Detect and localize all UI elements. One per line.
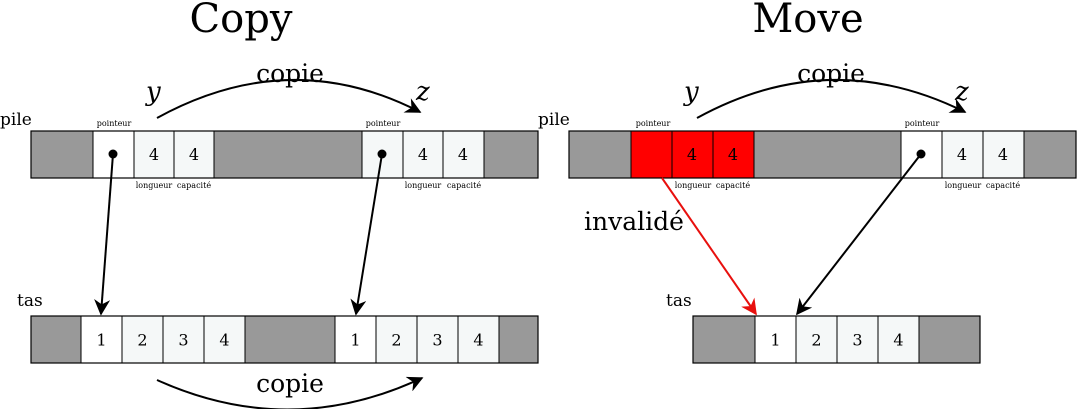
move-top-arrow — [696, 79, 967, 119]
move-y-length-value: 4 — [687, 145, 697, 164]
copy-struct-z: 4 4 pointeur longueur capacité — [361, 119, 485, 190]
move-invalid-arrow — [661, 177, 757, 316]
copy-heap-right-value: 4 — [473, 331, 483, 350]
move-heap-cell — [836, 315, 879, 364]
copy-heap-right-value: 1 — [350, 331, 360, 350]
move-panel: Move pile y z copie 4 4 pointeur longueu… — [538, 0, 1077, 364]
copy-stack-bar: 4 4 pointeur longueur capacité 4 4 point… — [30, 119, 539, 190]
copy-heap-left-cell — [162, 315, 205, 364]
move-heap-value: 3 — [852, 331, 862, 350]
copy-z-capacity-cell — [442, 130, 485, 179]
move-y-pointer-label: pointeur — [636, 119, 671, 128]
copy-heap-left-cell — [203, 315, 246, 364]
move-var-y: y — [683, 77, 699, 107]
copy-title: Copy — [190, 0, 293, 42]
move-y-length-label: longueur — [675, 181, 712, 190]
move-heap-bar: 1 2 3 4 — [692, 315, 981, 364]
copy-stack-label: pile — [0, 110, 32, 130]
move-z-capacity-value: 4 — [998, 145, 1008, 164]
copy-y-capacity-value: 4 — [189, 145, 199, 164]
move-y-length-cell — [671, 130, 714, 179]
move-z-length-value: 4 — [957, 145, 967, 164]
copy-z-length-label: longueur — [405, 181, 442, 190]
move-invalid-label: invalidé — [584, 207, 684, 236]
copy-y-pointer-label: pointeur — [97, 119, 132, 128]
copy-y-heap-arrow — [94, 153, 114, 316]
copy-y-capacity-label: capacité — [177, 181, 211, 190]
move-heap-cell — [877, 315, 920, 364]
copy-heap-left-value: 3 — [178, 331, 188, 350]
move-heap-value: 2 — [811, 331, 821, 350]
copy-heap-right-cell — [375, 315, 418, 364]
move-y-capacity-cell — [712, 130, 755, 179]
copy-stack-outline — [30, 130, 539, 179]
copy-bottom-arrow — [156, 376, 424, 409]
move-var-z: z — [954, 77, 969, 107]
copy-z-capacity-label: capacité — [447, 181, 481, 190]
copy-y-length-value: 4 — [149, 145, 159, 164]
move-stack-outline — [568, 130, 1077, 179]
copy-top-arrow — [156, 78, 422, 119]
copy-heap-bar: 1 2 3 4 1 2 3 4 — [30, 315, 539, 364]
move-heap-cell — [754, 315, 797, 364]
move-z-heap-arrow — [796, 153, 922, 316]
copy-top-arrow-label: copie — [256, 59, 324, 88]
copy-z-pointer-label: pointeur — [366, 119, 401, 128]
copy-heap-left-value: 2 — [137, 331, 147, 350]
copy-panel: Copy pile y z copie 4 4 pointeur longueu… — [0, 0, 539, 409]
move-struct-y-invalid: 4 4 pointeur longueur capacité — [630, 119, 755, 190]
copy-heap-outline — [30, 315, 539, 364]
copy-heap-label: tas — [17, 291, 43, 311]
move-z-length-cell — [941, 130, 984, 179]
move-heap-cell — [795, 315, 838, 364]
move-z-length-label: longueur — [945, 181, 982, 190]
copy-z-heap-arrow — [350, 153, 383, 316]
move-heap-value: 1 — [770, 331, 780, 350]
copy-var-y: y — [145, 77, 161, 107]
copy-z-length-value: 4 — [418, 145, 428, 164]
copy-var-z: z — [415, 77, 430, 107]
move-y-capacity-label: capacité — [716, 181, 750, 190]
copy-heap-block-left: 1 2 3 4 — [80, 315, 246, 364]
copy-y-length-label: longueur — [136, 181, 173, 190]
move-heap-value: 4 — [893, 331, 903, 350]
move-y-pointer-cell — [630, 130, 673, 179]
move-heap-outline — [692, 315, 981, 364]
move-stack-label: pile — [538, 110, 570, 130]
copy-z-capacity-value: 4 — [458, 145, 468, 164]
copy-bottom-arrow-label: copie — [256, 369, 324, 398]
move-heap-block: 1 2 3 4 — [754, 315, 920, 364]
copy-heap-left-value: 4 — [219, 331, 229, 350]
move-y-capacity-value: 4 — [728, 145, 738, 164]
copy-heap-right-cell — [457, 315, 500, 364]
move-stack-bar: 4 4 pointeur longueur capacité 4 4 point… — [568, 119, 1077, 190]
move-top-arrow-label: copie — [797, 59, 865, 88]
copy-heap-left-value: 1 — [96, 331, 106, 350]
copy-heap-right-cell — [334, 315, 377, 364]
move-title: Move — [752, 0, 863, 42]
move-z-capacity-label: capacité — [986, 181, 1020, 190]
copy-heap-right-value: 2 — [391, 331, 401, 350]
move-heap-label: tas — [666, 291, 692, 311]
move-z-pointer-label: pointeur — [905, 119, 940, 128]
copy-heap-block-right: 1 2 3 4 — [334, 315, 500, 364]
copy-heap-right-value: 3 — [432, 331, 442, 350]
